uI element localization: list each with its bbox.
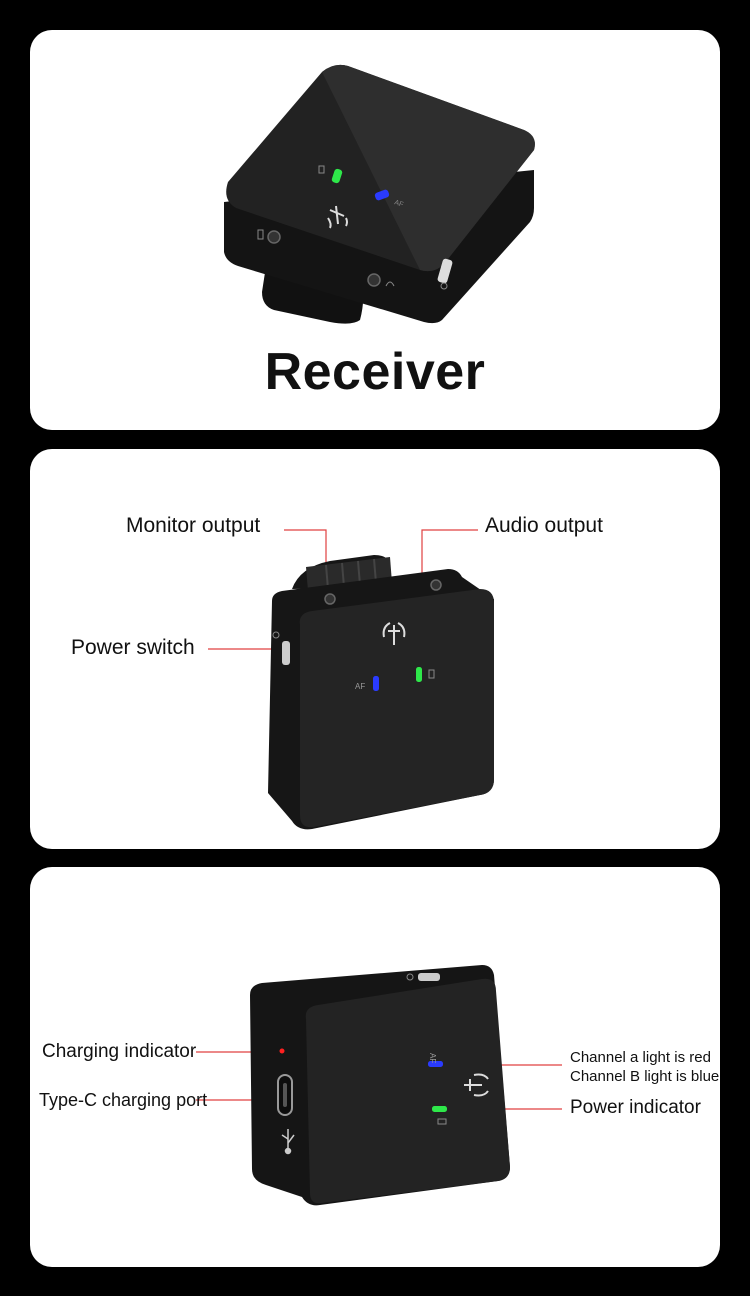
channel-led-blue: [374, 189, 390, 201]
power-switch: [418, 973, 440, 981]
power-indicator-label: Power indicator: [570, 1097, 701, 1118]
monitor-output-port: [324, 593, 336, 605]
af-mark: AF: [428, 1053, 437, 1063]
monitor-output-label: Monitor output: [126, 514, 261, 537]
receiver-top-view-illustration: AF: [224, 64, 535, 324]
receiver-front-illustration: AF: [208, 529, 494, 830]
monitor-output-port: [367, 273, 381, 287]
battery-icon: [318, 165, 325, 174]
page-title: Receiver: [264, 343, 486, 401]
channel-led-blue: [428, 1061, 443, 1067]
receiver-front-face: [305, 978, 510, 1204]
power-switch-label: Power switch: [71, 636, 195, 659]
battery-mark: [257, 229, 264, 240]
receiver-indicators-panel: AF Charging indicator Type-C charging po…: [30, 867, 720, 1267]
battery-icon: [437, 1118, 447, 1125]
audio-output-line: [421, 529, 478, 589]
battery-icon: [428, 669, 435, 679]
receiver-front-face: [299, 589, 494, 828]
usb-icon: [281, 1129, 295, 1155]
receiver-side-illustration: AF: [196, 965, 562, 1206]
receiver-top-gloss: [322, 64, 535, 272]
audio-output-port: [267, 230, 281, 244]
power-switch: [282, 641, 290, 665]
channel-light-label: Channel a light is red Channel B light i…: [570, 1048, 719, 1086]
power-icon: [440, 282, 448, 290]
receiver-ports-panel: AF Monitor output Audio output Power swi…: [30, 449, 720, 849]
wireless-icon: [464, 1073, 489, 1097]
channel-led-blue: [373, 676, 379, 691]
channel-b-text: Channel B light is blue: [570, 1068, 720, 1085]
power-icon: [272, 631, 280, 639]
svg-text:AF: AF: [393, 199, 404, 208]
wireless-icon: [327, 205, 348, 229]
type-c-port-label: Type-C charging port: [39, 1090, 208, 1110]
power-led-green: [416, 667, 422, 682]
headphone-mark: [385, 281, 395, 287]
charging-indicator-label: Charging indicator: [42, 1041, 197, 1062]
power-led-green: [331, 168, 343, 184]
power-switch: [437, 258, 453, 284]
af-mark: AF: [355, 682, 365, 691]
audio-output-label: Audio output: [485, 514, 603, 537]
charging-led-red: [279, 1048, 285, 1054]
power-led-green: [432, 1106, 447, 1112]
receiver-hero-panel: AF Receiver: [30, 30, 720, 430]
channel-a-text: Channel a light is red: [570, 1049, 711, 1066]
audio-output-port: [430, 579, 442, 591]
power-icon: [406, 973, 414, 981]
wireless-icon: [382, 622, 406, 645]
